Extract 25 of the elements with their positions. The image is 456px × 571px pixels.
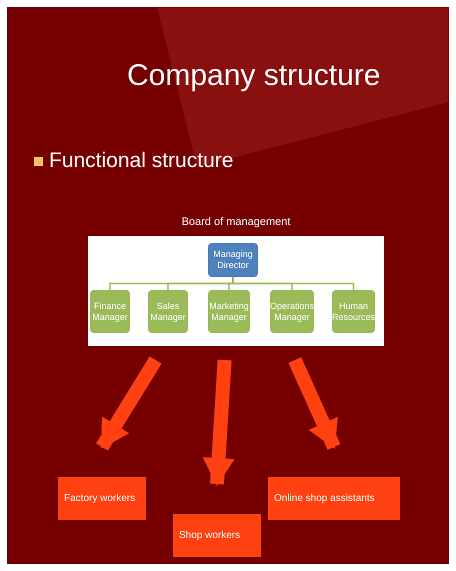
org-box bbox=[332, 290, 375, 333]
node-text: Shop workers bbox=[178, 530, 242, 542]
worker-box bbox=[173, 514, 261, 557]
node-text: Online shop assistants bbox=[273, 492, 376, 504]
org-box bbox=[208, 243, 258, 277]
block-arrow bbox=[202, 360, 235, 486]
node-text: Human Resources bbox=[331, 300, 376, 322]
node-text: Sales Manager bbox=[149, 300, 187, 322]
node-text: Finance Manager bbox=[91, 300, 129, 322]
org-box bbox=[270, 290, 314, 333]
org-box bbox=[208, 290, 250, 333]
node-text: Operations Manager bbox=[268, 300, 316, 322]
block-arrow bbox=[96, 356, 162, 451]
org-box bbox=[148, 290, 188, 333]
org-box bbox=[90, 290, 130, 333]
node-text: Marketing Manager bbox=[208, 300, 250, 322]
worker-box bbox=[268, 477, 400, 520]
panel-heading: Board of management bbox=[180, 216, 292, 228]
block-arrow bbox=[288, 357, 340, 450]
bullet-text: Functional structure bbox=[49, 149, 234, 173]
node-text: Factory workers bbox=[63, 492, 136, 504]
node-text: Managing Director bbox=[212, 249, 254, 271]
connector-line bbox=[232, 277, 354, 290]
worker-box bbox=[58, 477, 146, 520]
title: Company structure bbox=[127, 59, 380, 93]
